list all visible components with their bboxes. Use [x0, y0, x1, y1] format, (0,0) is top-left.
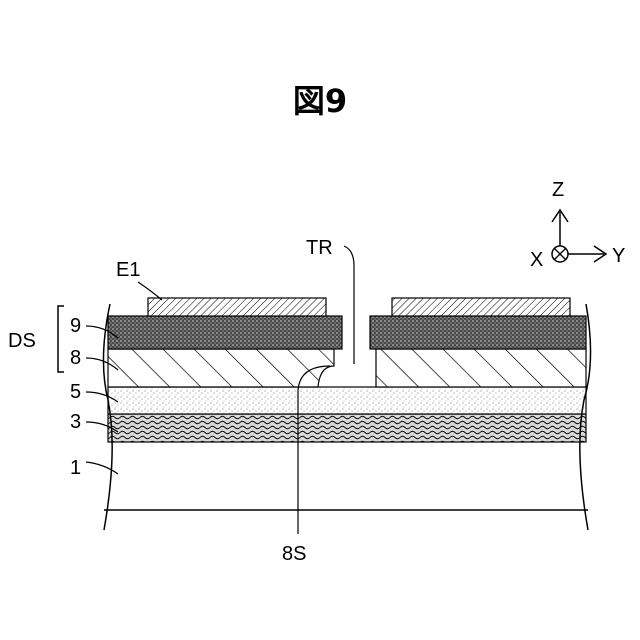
- layer-9-left: [108, 316, 342, 349]
- label-8s: 8S: [282, 543, 306, 565]
- label-1: 1: [70, 457, 81, 479]
- label-e1: E1: [116, 259, 140, 281]
- layer-3: [108, 414, 586, 442]
- axis-x-label: X: [530, 249, 543, 271]
- axis-indicator: Z X Y: [530, 179, 625, 271]
- label-tr: TR: [306, 237, 333, 259]
- label-3: 3: [70, 411, 81, 433]
- axis-y-label: Y: [612, 245, 625, 267]
- layer-8-right: [376, 349, 586, 387]
- label-ds: DS: [8, 330, 36, 352]
- leader-e1: [138, 282, 162, 300]
- layer-9-right: [370, 316, 586, 349]
- layer-1-substrate: [108, 442, 586, 510]
- layer-5: [108, 387, 586, 414]
- label-8: 8: [70, 347, 81, 369]
- electrode-e1-right: [392, 298, 570, 316]
- axis-z-label: Z: [552, 179, 564, 201]
- label-5: 5: [70, 381, 81, 403]
- leader-tr: [344, 246, 354, 364]
- electrode-e1-left: [148, 298, 326, 316]
- ds-bracket: [58, 306, 64, 372]
- label-9: 9: [70, 315, 81, 337]
